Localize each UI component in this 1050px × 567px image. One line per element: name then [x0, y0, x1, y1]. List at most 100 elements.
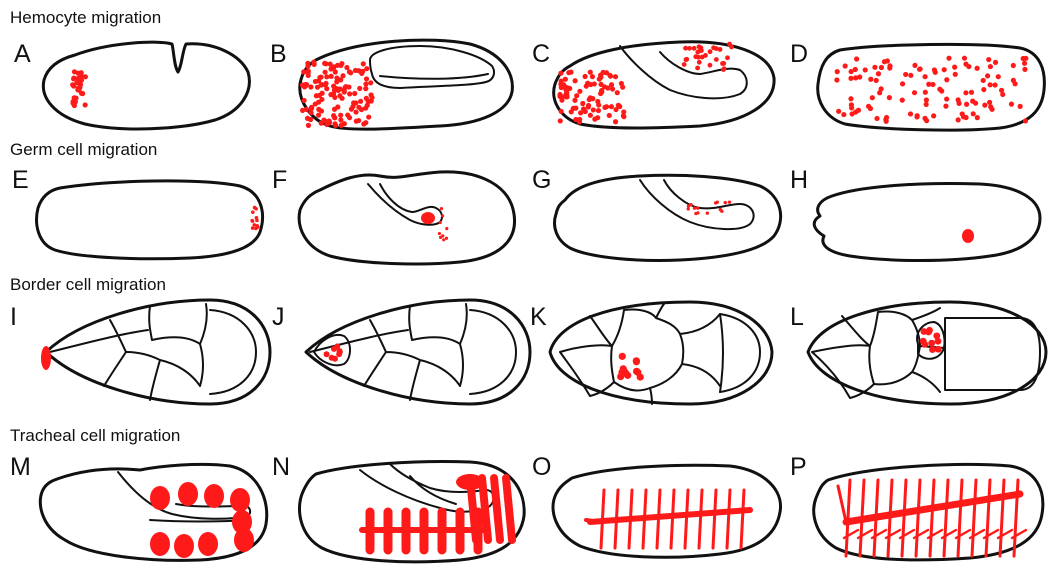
- cell: [83, 74, 88, 79]
- cell: [348, 70, 353, 75]
- tracheal-branch: [986, 480, 990, 556]
- cell: [613, 119, 618, 124]
- cell: [332, 115, 337, 120]
- cell: [856, 108, 861, 113]
- cell: [335, 104, 340, 109]
- cell: [987, 100, 992, 105]
- cell: [604, 70, 609, 75]
- cell: [924, 97, 929, 102]
- cell: [338, 63, 343, 68]
- cell: [83, 102, 88, 107]
- cell: [1022, 67, 1027, 72]
- cell: [981, 78, 986, 83]
- cell: [975, 115, 980, 120]
- cell: [932, 67, 937, 72]
- cell: [306, 68, 311, 73]
- tracheal-branch: [615, 490, 618, 548]
- cell: [368, 80, 373, 85]
- cell: [621, 109, 626, 114]
- cell: [337, 93, 342, 98]
- cell: [971, 111, 976, 116]
- cell: [338, 113, 343, 118]
- panel-c-hemocytes: [557, 42, 734, 125]
- cell: [924, 102, 929, 107]
- cell: [358, 99, 363, 104]
- cell: [621, 114, 626, 119]
- panel-j-egg-chamber: [306, 300, 530, 404]
- cell: [574, 93, 579, 98]
- cell: [76, 76, 81, 81]
- cell: [963, 115, 968, 120]
- cell: [926, 327, 933, 334]
- cell: [323, 70, 328, 75]
- cell: [573, 106, 578, 111]
- cell: [863, 67, 868, 72]
- cell: [71, 75, 76, 80]
- cell: [303, 82, 308, 87]
- cell: [255, 216, 259, 220]
- tracheal-branch: [713, 490, 716, 548]
- cell: [73, 99, 78, 104]
- cell: [587, 97, 592, 102]
- cell: [914, 114, 919, 119]
- cell: [331, 65, 336, 70]
- tracheal-branch: [930, 480, 934, 556]
- tracheal-branch: [601, 490, 604, 548]
- cell: [854, 56, 859, 61]
- cell: [559, 98, 564, 103]
- cell: [250, 219, 254, 223]
- cell: [619, 353, 626, 360]
- panel-d-embryo: [818, 44, 1045, 130]
- cell: [908, 111, 913, 116]
- cell: [599, 89, 604, 94]
- cell: [333, 123, 338, 128]
- cell: [835, 69, 840, 74]
- cell: [613, 74, 618, 79]
- panel-c-embryo: [554, 42, 774, 128]
- panel-e-germ-cells: [250, 206, 259, 231]
- cell: [988, 104, 993, 109]
- cell: [874, 116, 879, 121]
- cell: [956, 101, 961, 106]
- cell: [324, 351, 330, 357]
- cell: [595, 99, 600, 104]
- cell: [908, 73, 913, 78]
- cell: [879, 65, 884, 70]
- cell: [931, 113, 936, 118]
- tracheal-branch: [643, 490, 646, 548]
- cell: [963, 90, 968, 95]
- cell: [359, 71, 364, 76]
- panel-a-hemocytes: [70, 69, 88, 108]
- tracheal-placode: [174, 534, 194, 558]
- cell: [834, 77, 839, 82]
- cell: [952, 65, 957, 70]
- cell: [308, 117, 313, 122]
- cell: [336, 88, 341, 93]
- cell: [985, 73, 990, 78]
- panel-j-border-cells: [324, 343, 343, 361]
- cell: [960, 111, 965, 116]
- cell: [684, 57, 689, 62]
- cell: [336, 351, 342, 357]
- cell: [722, 66, 727, 71]
- cell: [334, 79, 339, 84]
- cell: [608, 74, 613, 79]
- cell: [988, 64, 993, 69]
- cell: [900, 98, 905, 103]
- dorsal-trunk: [590, 510, 750, 522]
- cell: [302, 98, 307, 103]
- cell: [566, 86, 571, 91]
- cell: [363, 86, 368, 91]
- cell: [964, 102, 969, 107]
- cell: [1018, 104, 1023, 109]
- cell: [962, 56, 967, 61]
- cell: [308, 84, 313, 89]
- cell: [352, 91, 357, 96]
- cell: [696, 211, 699, 214]
- tracheal-branch: [741, 490, 744, 548]
- panel-k-border-cells: [617, 353, 644, 381]
- cell: [591, 107, 596, 112]
- cell: [943, 104, 948, 109]
- cell: [559, 79, 564, 84]
- tracheal-branch: [494, 478, 500, 540]
